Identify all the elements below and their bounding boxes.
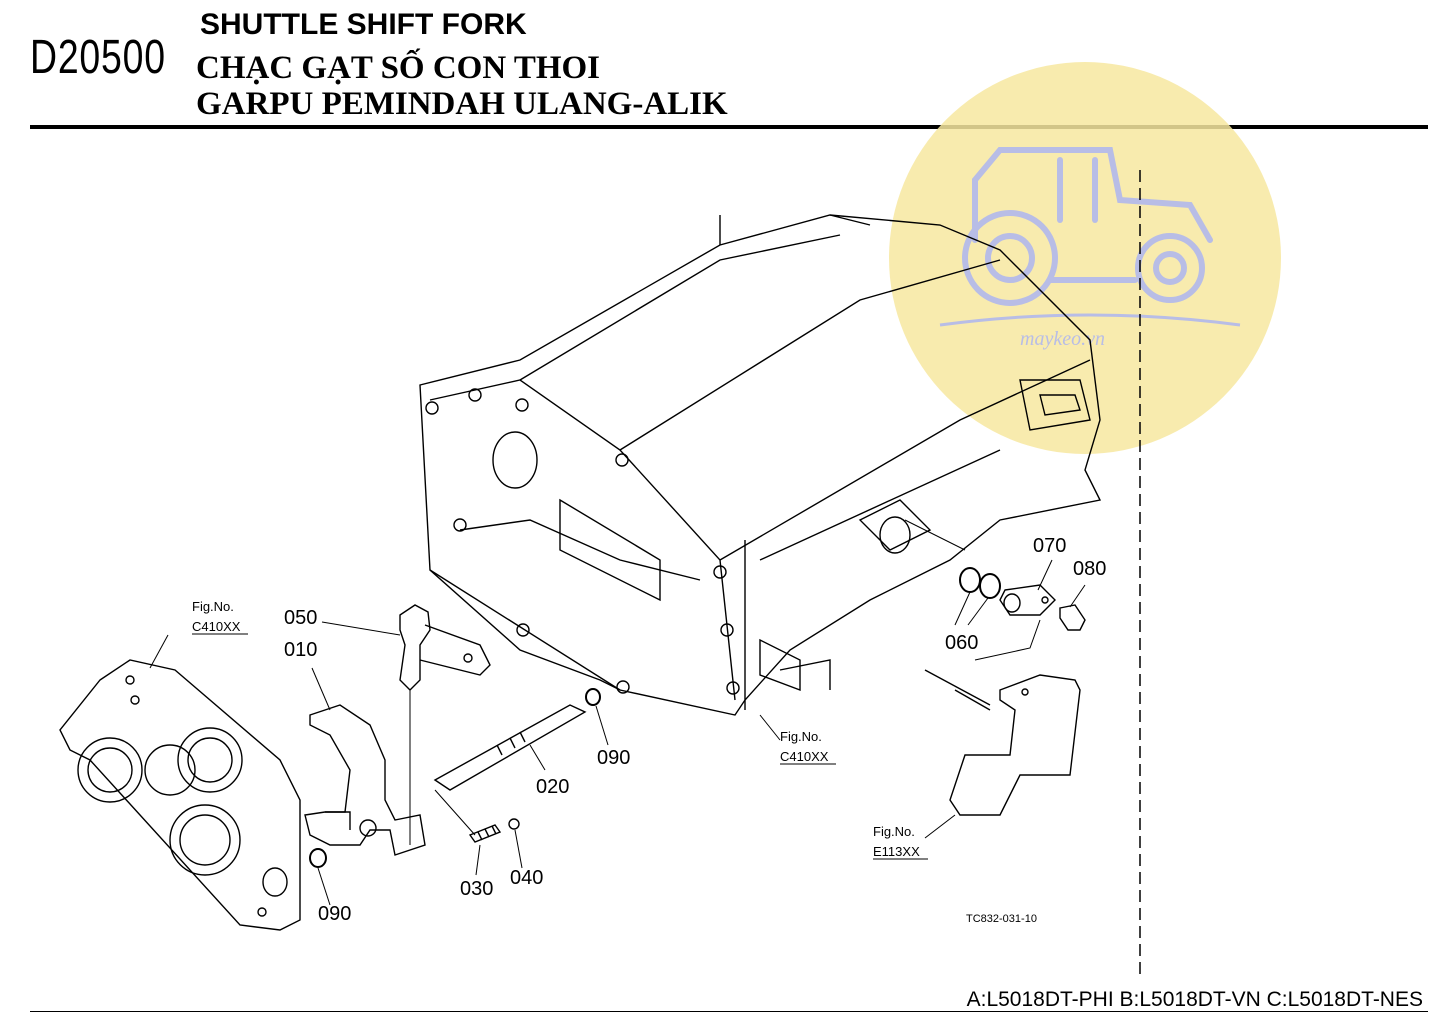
fig-ref-right: E113XX bbox=[873, 844, 920, 859]
title-vietnamese: CHẠC GẠT SỐ CON THOI bbox=[196, 50, 601, 86]
leader-lines bbox=[149, 519, 1086, 906]
callout-090-right: 090 bbox=[597, 747, 630, 769]
callout-060: 060 bbox=[945, 632, 978, 654]
title-indonesian: GARPU PEMINDAH ULANG-ALIK bbox=[196, 86, 728, 122]
shift-fork-part bbox=[304, 704, 426, 856]
shifter-link-bracket bbox=[924, 669, 1081, 816]
fig-label-left: Fig.No. bbox=[192, 599, 234, 614]
cover-plate-assembly bbox=[959, 567, 1086, 631]
callout-080: 080 bbox=[1073, 558, 1106, 580]
front-cover-plate bbox=[59, 659, 301, 931]
watermark-logo: maykeo.vn bbox=[889, 62, 1281, 454]
fig-ref-mid: C410XX bbox=[780, 749, 829, 764]
callout-070: 070 bbox=[1033, 535, 1066, 557]
callout-010: 010 bbox=[284, 639, 317, 661]
callout-040: 040 bbox=[510, 867, 543, 889]
callout-050: 050 bbox=[284, 607, 317, 629]
callout-020: 020 bbox=[536, 776, 569, 798]
shift-arm-part bbox=[399, 604, 491, 691]
fig-label-mid: Fig.No. bbox=[780, 729, 822, 744]
fork-shaft-part bbox=[433, 704, 587, 791]
spring-and-ball bbox=[468, 818, 520, 843]
drawing-code: TC832-031-10 bbox=[966, 913, 1037, 925]
watermark-text: maykeo.vn bbox=[1020, 328, 1105, 350]
fig-ref-left: C410XX bbox=[192, 619, 241, 634]
callout-030: 030 bbox=[460, 878, 493, 900]
snap-rings bbox=[309, 688, 601, 868]
fig-label-right: Fig.No. bbox=[873, 824, 915, 839]
transmission-housing bbox=[419, 214, 1102, 716]
title-english: SHUTTLE SHIFT FORK bbox=[200, 8, 527, 41]
footer-rule bbox=[30, 1011, 1428, 1012]
header-rule bbox=[30, 125, 1428, 129]
model-applicability: A:L5018DT-PHI B:L5018DT-VN C:L5018DT-NES bbox=[966, 988, 1423, 1011]
diagram-code: D20500 bbox=[30, 31, 166, 84]
callout-090-left: 090 bbox=[318, 903, 351, 925]
